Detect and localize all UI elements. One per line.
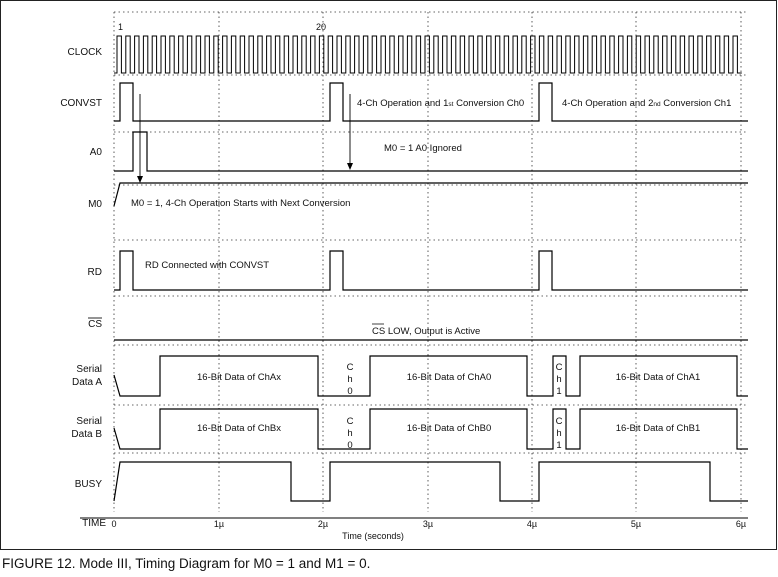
annotation-m0: M0 = 1, 4-Ch Operation Starts with Next … [131,198,350,209]
time-axis-title: Time (seconds) [342,531,404,541]
label-rd: RD [88,267,102,278]
serial-data-b-waveform [113,408,748,450]
arrow-convst-to-m0 [347,94,353,170]
label-cs: CS [88,319,102,330]
label-clock: CLOCK [68,47,103,58]
annotation-a0-ignored: M0 = 1 A0 Ignored [384,143,462,154]
label-serial-a-1: Serial [76,364,102,375]
label-serial-b-1: Serial [76,416,102,427]
data-label-chb1: 16-Bit Data of ChB1 [616,423,701,434]
ch0-b-letter-h: h [347,428,352,439]
label-m0: M0 [88,199,102,210]
diagram-frame [0,0,777,550]
op1-channel: Conversion Ch0 [453,98,524,109]
ch1-b-letter-c: C [556,416,563,427]
op1-text: 4-Ch Operation and 1 [357,98,448,109]
annotation-rd: RD Connected with CONVST [145,260,269,271]
convst-waveform [114,82,748,122]
label-serial-b-2: Data B [71,429,102,440]
annotation-second-conversion: 4-Ch Operation and 2nd Conversion Ch1 [562,98,731,109]
time-tick-4: 4µ [527,519,537,529]
label-convst: CONVST [60,98,102,109]
cs-note-text: LOW, Output is Active [385,326,480,337]
data-label-chb0: 16-Bit Data of ChB0 [407,423,492,434]
ch1-a-letter-h: h [556,374,561,385]
ch0-a-letter-h: h [347,374,352,385]
figure-caption: FIGURE 12. Mode III, Timing Diagram for … [2,556,371,571]
data-label-chbx: 16-Bit Data of ChBx [197,423,281,434]
ch1-a-letter-c: C [556,362,563,373]
timing-diagram: 1 20 CLOCK CONVST A0 M0 RD CS Serial Dat… [0,0,777,550]
data-label-cha1: 16-Bit Data of ChA1 [616,372,701,383]
annotation-first-conversion: 4-Ch Operation and 1st Conversion Ch0 [357,98,524,109]
time-tick-0: 0 [111,519,116,529]
label-busy: BUSY [75,479,103,490]
time-tick-1: 1µ [214,519,224,529]
label-a0: A0 [90,147,103,158]
time-tick-6: 6µ [736,519,746,529]
ch0-b-letter-c: C [347,416,354,427]
data-label-chax: 16-Bit Data of ChAx [197,372,281,383]
arrow-a0-to-m0 [137,94,143,183]
ch0-a-digit: 0 [347,386,352,397]
op1-ordinal: st [448,101,453,108]
ch1-b-letter-h: h [556,428,561,439]
op2-ordinal: nd [653,101,661,108]
ch1-b-digit: 1 [556,440,561,451]
m0-waveform [113,182,748,207]
ch1-a-digit: 1 [556,386,561,397]
label-time: TIME [82,518,106,529]
data-label-cha0: 16-Bit Data of ChA0 [407,372,492,383]
rd-waveform [114,250,748,291]
clock-mark-20: 20 [316,22,326,32]
clock-mark-1: 1 [118,22,123,32]
busy-waveform [113,461,748,502]
annotation-cs: CS LOW, Output is Active [372,326,480,337]
time-tick-5: 5µ [631,519,641,529]
clock-waveform [114,35,742,74]
serial-data-a-waveform [113,355,748,397]
op2-text: 4-Ch Operation and 2 [562,98,653,109]
ch0-a-letter-c: C [347,362,354,373]
op2-channel: Conversion Ch1 [661,98,732,109]
cs-note-prefix: CS [372,326,385,337]
time-tick-2: 2µ [318,519,328,529]
label-serial-a-2: Data A [72,377,102,388]
time-tick-3: 3µ [423,519,433,529]
ch0-b-digit: 0 [347,440,352,451]
